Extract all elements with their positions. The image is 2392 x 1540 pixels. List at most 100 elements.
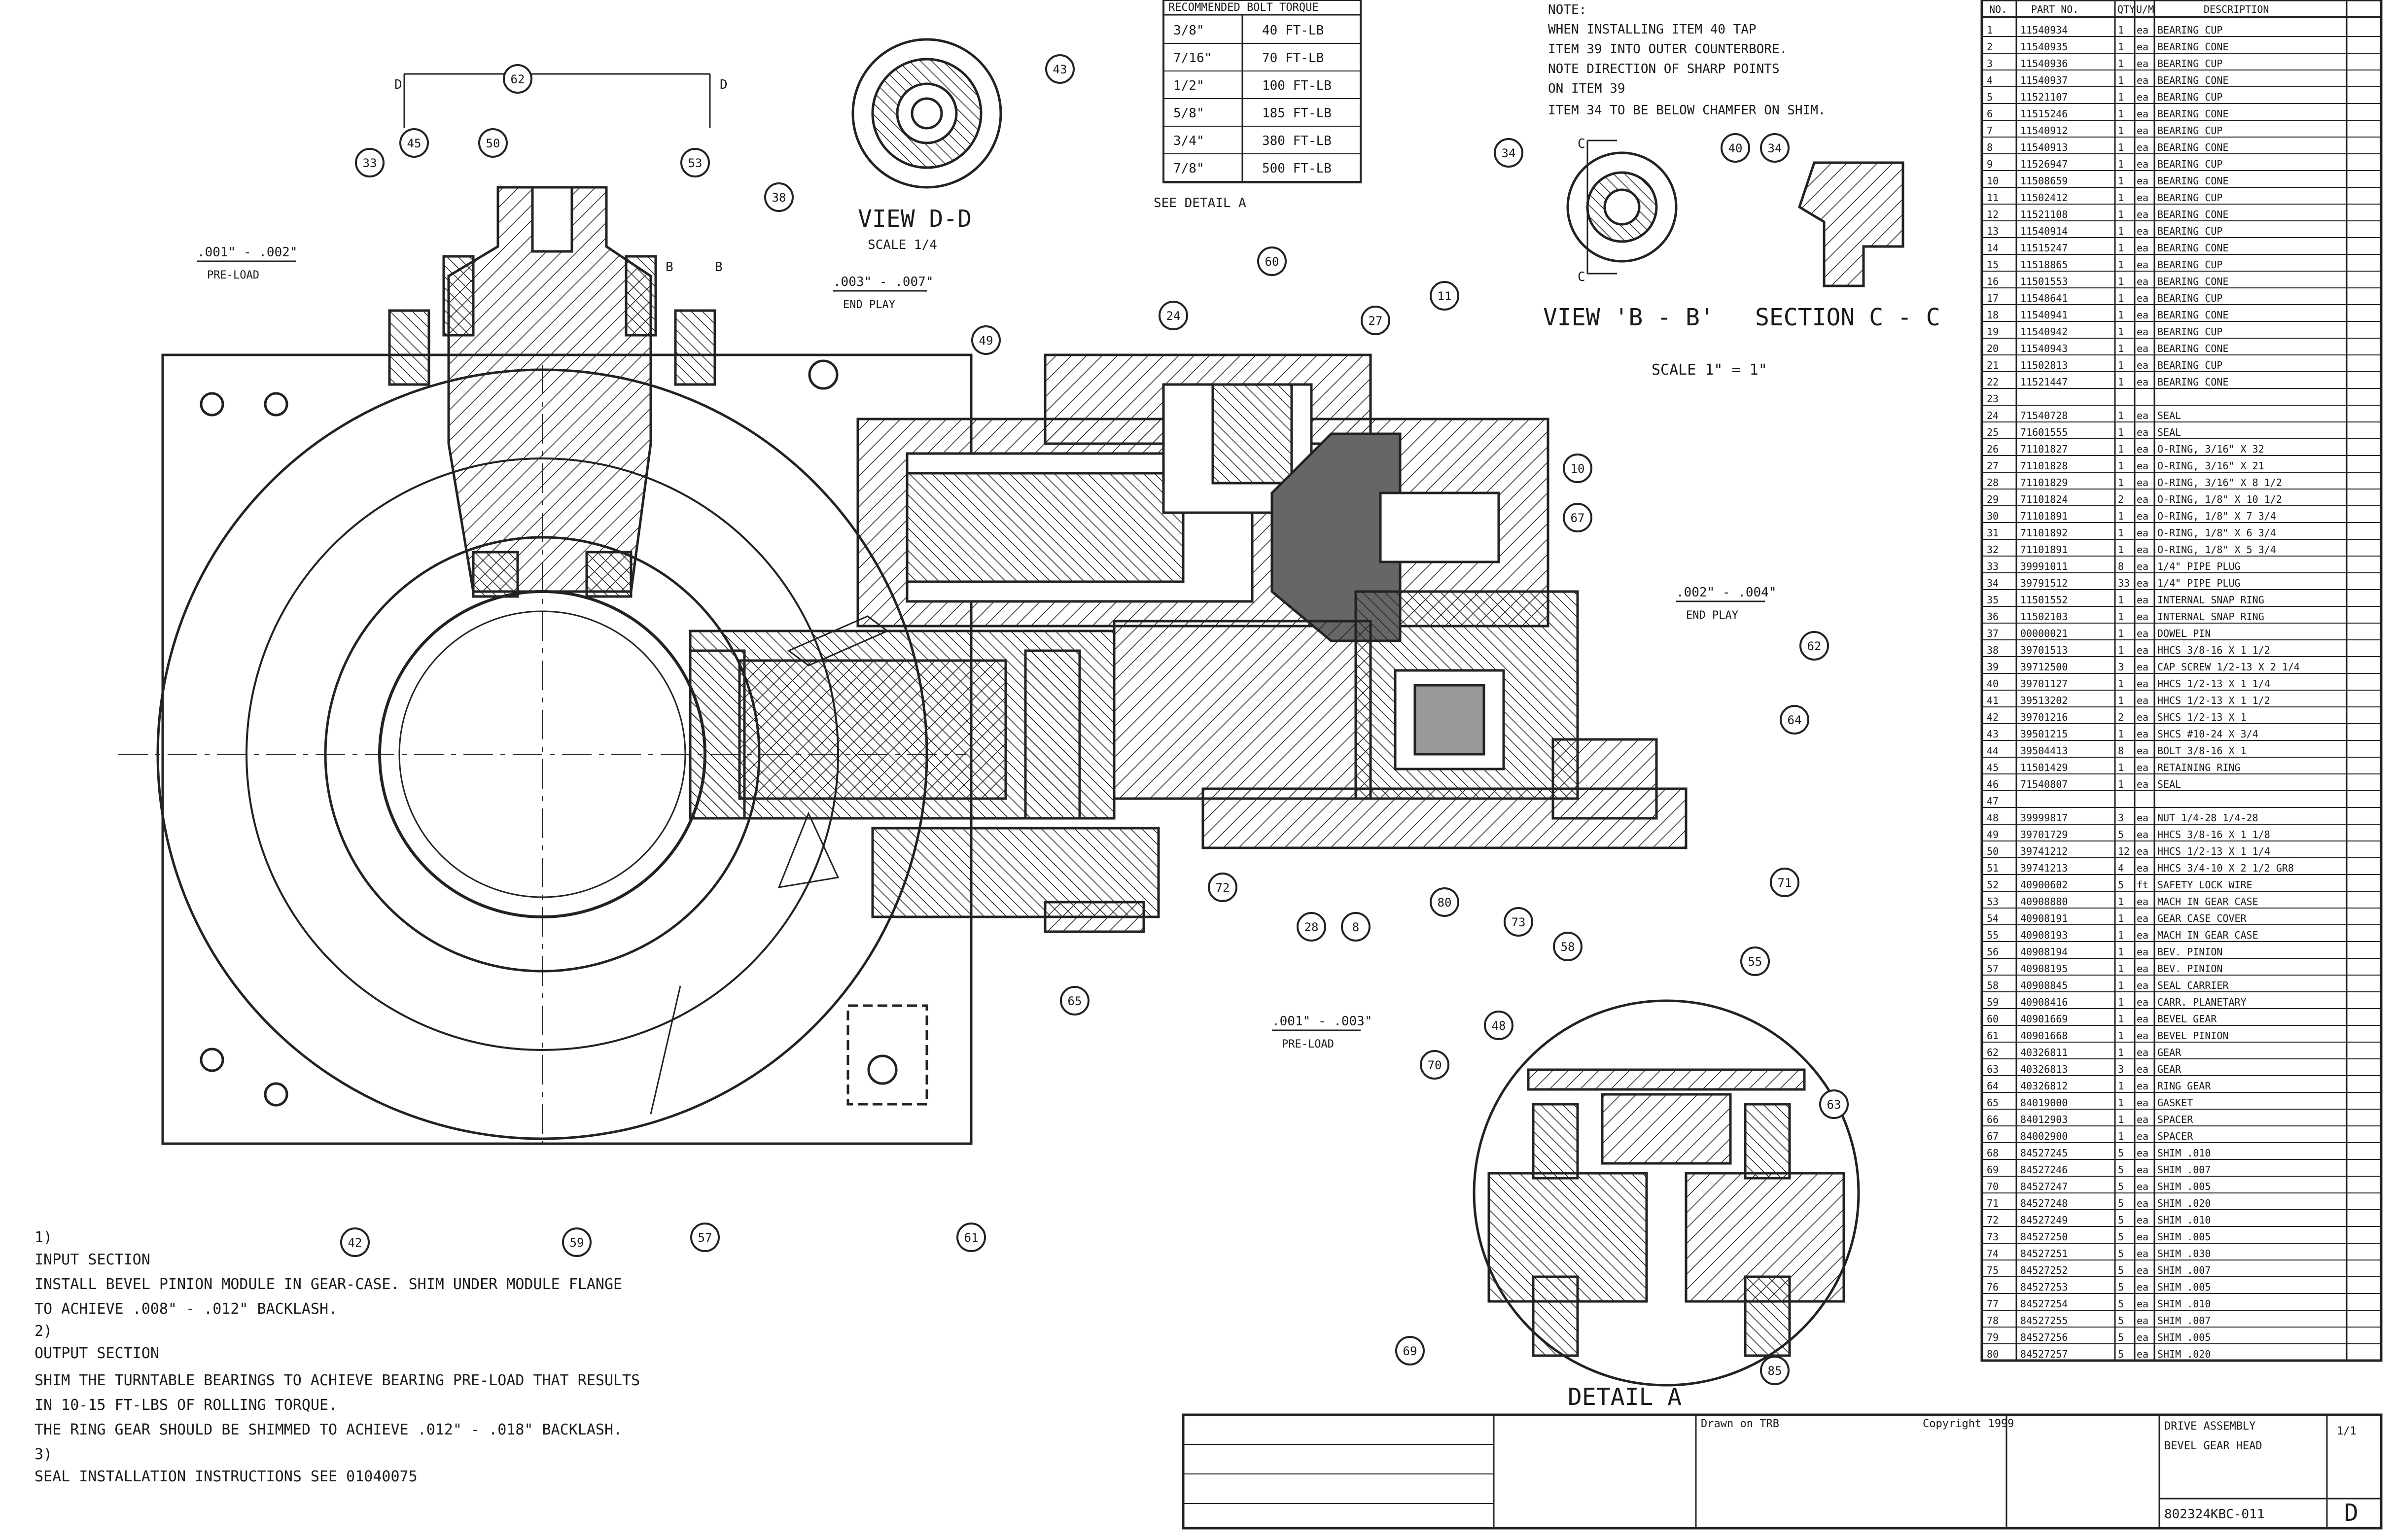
svg-text:73: 73 bbox=[1512, 915, 1526, 929]
bom-item-no: 57 bbox=[1987, 963, 1999, 975]
bom-item-no: 80 bbox=[1987, 1348, 1999, 1360]
bom-qty: 1 bbox=[2118, 594, 2124, 606]
bom-part-no: 39712500 bbox=[2020, 661, 2068, 673]
bom-item-no: 19 bbox=[1987, 326, 1999, 338]
balloon-50: 50 bbox=[478, 128, 508, 158]
bom-qty: 1 bbox=[2118, 1030, 2124, 1042]
bom-description: O-RING, 1/8" X 7 3/4 bbox=[2157, 510, 2276, 522]
svg-text:45: 45 bbox=[407, 137, 422, 150]
balloon-34b: 34 bbox=[1760, 133, 1790, 163]
bom-description: BEV. PINION bbox=[2157, 963, 2222, 975]
bom-item-no: 38 bbox=[1987, 644, 1999, 656]
bom-description: BEVEL GEAR bbox=[2157, 1013, 2217, 1025]
torque-value: 70 FT-LB bbox=[1262, 51, 1324, 66]
note-3-line-1: SEAL INSTALLATION INSTRUCTIONS SEE 01040… bbox=[35, 1468, 418, 1485]
bom-header-no: NO. bbox=[1989, 3, 2007, 15]
bom-item-no: 17 bbox=[1987, 292, 1999, 304]
bom-item-no: 25 bbox=[1987, 426, 1999, 438]
svg-text:61: 61 bbox=[964, 1231, 979, 1245]
bom-um: ea bbox=[2137, 1181, 2148, 1192]
bom-part-no: 40908880 bbox=[2020, 896, 2068, 908]
torque-bolt-size: 3/4" bbox=[1173, 134, 1204, 148]
top-note-line-5: ITEM 34 TO BE BELOW CHAMFER ON SHIM. bbox=[1548, 103, 1826, 118]
bom-item-no: 28 bbox=[1987, 477, 1999, 489]
bom-description: SHIM .010 bbox=[2157, 1147, 2211, 1159]
bom-part-no: 84527248 bbox=[2020, 1197, 2068, 1209]
bom-qty: 1 bbox=[2118, 963, 2124, 975]
balloon-53: 53 bbox=[680, 148, 710, 177]
note-1-line-2: TO ACHIEVE .008" - .012" BACKLASH. bbox=[35, 1300, 337, 1318]
top-note-line-4: ON ITEM 39 bbox=[1548, 81, 1625, 96]
bom-um: ea bbox=[2137, 493, 2148, 505]
bom-um: ea bbox=[2137, 560, 2148, 572]
bom-qty: 5 bbox=[2118, 1181, 2124, 1192]
bom-um: ea bbox=[2137, 175, 2148, 187]
bom-um: ea bbox=[2137, 527, 2148, 539]
bom-um: ea bbox=[2137, 209, 2148, 220]
bom-part-no: 71101824 bbox=[2020, 493, 2068, 505]
balloon-69: 69 bbox=[1395, 1336, 1425, 1365]
bom-item-no: 72 bbox=[1987, 1214, 1999, 1226]
bom-qty: 1 bbox=[2118, 460, 2124, 472]
bom-um: ea bbox=[2137, 1315, 2148, 1327]
bom-item-no: 63 bbox=[1987, 1063, 1999, 1075]
bom-part-no: 84019000 bbox=[2020, 1097, 2068, 1109]
bom-um: ea bbox=[2137, 410, 2148, 421]
bom-part-no: 11502412 bbox=[2020, 192, 2068, 204]
bom-item-no: 54 bbox=[1987, 912, 1999, 924]
dimension-callouts: .001" - .002" PRE-LOAD .003" - .007" END… bbox=[197, 245, 1777, 1050]
bom-um: ea bbox=[2137, 1047, 2148, 1058]
bom-qty: 1 bbox=[2118, 896, 2124, 908]
view-bb-scale: SCALE 1" = 1" bbox=[1652, 361, 1767, 379]
balloon-62b: 62 bbox=[1799, 631, 1829, 661]
bom-description: SHIM .005 bbox=[2157, 1281, 2211, 1293]
preload-left-dim: .001" - .002" bbox=[197, 245, 298, 260]
bom-part-no: 84002900 bbox=[2020, 1130, 2068, 1142]
bom-um: ea bbox=[2137, 376, 2148, 388]
bom-item-no: 31 bbox=[1987, 527, 1999, 539]
bom-part-no: 71101828 bbox=[2020, 460, 2068, 472]
bom-um: ea bbox=[2137, 778, 2148, 790]
bom-description: BEARING CUP bbox=[2157, 158, 2222, 170]
bom-part-no: 71540807 bbox=[2020, 778, 2068, 790]
input-shaft-section bbox=[388, 73, 716, 598]
bom-um: ea bbox=[2137, 628, 2148, 639]
svg-text:67: 67 bbox=[1571, 511, 1585, 525]
bom-um: ea bbox=[2137, 912, 2148, 924]
balloon-70: 70 bbox=[1420, 1050, 1449, 1080]
bom-qty: 1 bbox=[2118, 762, 2124, 773]
bom-qty: 1 bbox=[2118, 1080, 2124, 1092]
bom-description: BEARING CONE bbox=[2157, 309, 2229, 321]
bom-qty: 5 bbox=[2118, 1281, 2124, 1293]
bom-qty: 5 bbox=[2118, 1348, 2124, 1360]
bom-description: CARR. PLANETARY bbox=[2157, 996, 2247, 1008]
balloon-8: 8 bbox=[1341, 912, 1371, 942]
bom-qty: 1 bbox=[2118, 628, 2124, 639]
bom-description: BEARING CONE bbox=[2157, 343, 2229, 354]
bom-um: ea bbox=[2137, 242, 2148, 254]
bom-part-no: 84012903 bbox=[2020, 1114, 2068, 1125]
top-note-line-1: WHEN INSTALLING ITEM 40 TAP bbox=[1548, 22, 1757, 37]
bom-qty: 12 bbox=[2118, 845, 2130, 857]
bom-part-no: 84527255 bbox=[2020, 1315, 2068, 1327]
bom-description: 1/4" PIPE PLUG bbox=[2157, 560, 2241, 572]
bom-um: ea bbox=[2137, 1097, 2148, 1109]
bom-item-no: 37 bbox=[1987, 628, 1999, 639]
bom-qty: 1 bbox=[2118, 58, 2124, 70]
bom-description: GEAR bbox=[2157, 1063, 2181, 1075]
bom-part-no: 40908193 bbox=[2020, 929, 2068, 941]
svg-text:80: 80 bbox=[1438, 896, 1452, 910]
torque-table-header: RECOMMENDED BOLT TORQUE bbox=[1168, 1, 1319, 14]
bom-um: ea bbox=[2137, 1114, 2148, 1125]
top-note-line-2: ITEM 39 INTO OUTER COUNTERBORE. bbox=[1548, 42, 1787, 57]
svg-text:10: 10 bbox=[1571, 462, 1585, 476]
bom-item-no: 11 bbox=[1987, 192, 1999, 204]
bom-um: ea bbox=[2137, 695, 2148, 706]
svg-text:58: 58 bbox=[1561, 940, 1575, 954]
bom-qty: 1 bbox=[2118, 1047, 2124, 1058]
bom-part-no: 71101891 bbox=[2020, 510, 2068, 522]
bom-header-description: DESCRIPTION bbox=[2204, 3, 2269, 15]
bom-part-no: 11508659 bbox=[2020, 175, 2068, 187]
bom-part-no: 71601555 bbox=[2020, 426, 2068, 438]
bom-item-no: 79 bbox=[1987, 1331, 1999, 1343]
